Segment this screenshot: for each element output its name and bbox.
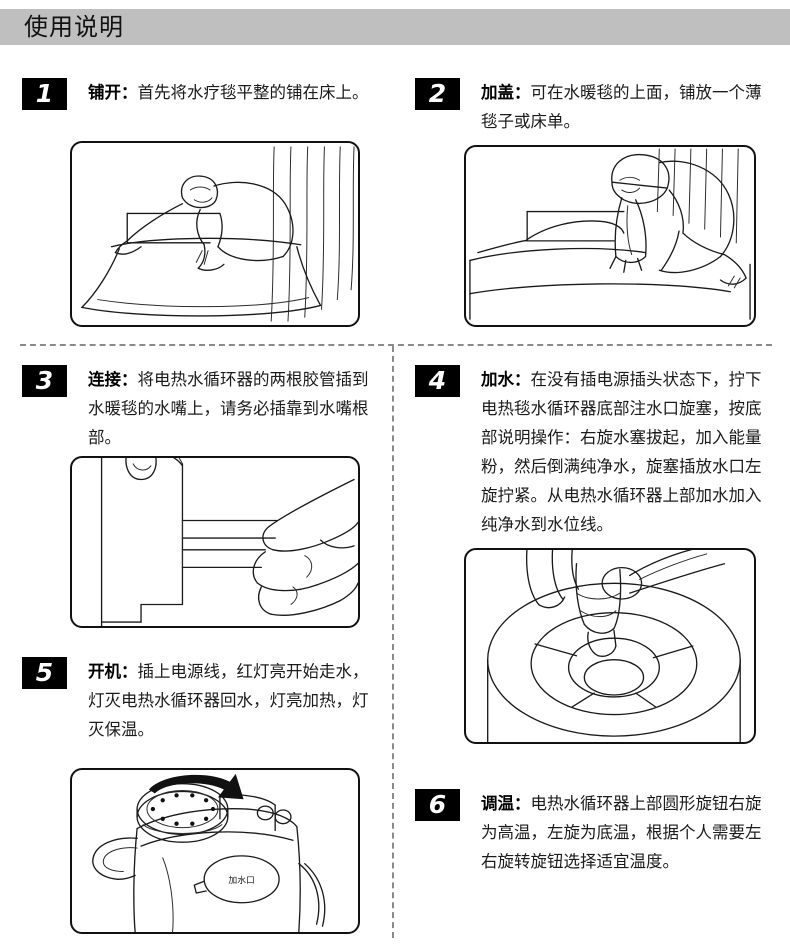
step-6-keyword: 调温： <box>481 794 531 813</box>
step-1-body: 首先将水疗毯平整的铺在床上。 <box>137 83 369 102</box>
step-2-text: 加盖：可在水暖毯的上面，铺放一个薄毯子或床单。 <box>481 78 775 136</box>
fill-water-port-illustration <box>487 550 741 742</box>
step-1-heading: 1 铺开：首先将水疗毯平整的铺在床上。 <box>22 78 382 110</box>
figure-connect-hoses <box>70 456 360 628</box>
step-4-keyword: 加水： <box>481 370 531 389</box>
step-2-keyword: 加盖： <box>481 83 531 102</box>
step-5-number-badge: 5 <box>22 657 67 689</box>
step-1-keyword: 铺开： <box>88 83 138 102</box>
step-5-body: 插上电源线，红灯亮开始走水，灯灭电热水循环器回水，灯亮加热，灯灭保温。 <box>88 662 369 739</box>
step-4-text: 加水：在没有插电源插头状态下，拧下电热毯水循环器底部注水口旋塞，按底部说明操作：… <box>481 365 773 539</box>
figure-cover-with-sheet <box>464 145 756 327</box>
step-4-number-badge: 4 <box>415 365 460 397</box>
step-6-heading: 6 调温：电热水循环器上部圆形旋钮右旋为高温，左旋为底温，根据个人需要左右旋转旋… <box>415 789 773 876</box>
connect-hoses-illustration <box>100 458 358 626</box>
water-inlet-label: 加水口 <box>228 874 255 886</box>
step-2: 2 加盖：可在水暖毯的上面，铺放一个薄毯子或床单。 <box>415 78 775 136</box>
page-title: 使用说明 <box>24 13 124 41</box>
step-5-text: 开机：插上电源线，红灯亮开始走水，灯灭电热水循环器回水，灯亮加热，灯灭保温。 <box>88 657 380 744</box>
rubber-hoses <box>181 519 278 569</box>
blanket-outline <box>81 246 322 317</box>
hand-gripping-hose <box>252 478 358 616</box>
handle <box>92 837 138 880</box>
step-6: 6 调温：电热水循环器上部圆形旋钮右旋为高温，左旋为底温，根据个人需要左右旋转旋… <box>415 789 773 876</box>
indicator-lights <box>256 805 292 825</box>
step-2-number-badge: 2 <box>415 78 460 110</box>
power-on-knob-illustration: 加水口 <box>92 773 326 932</box>
step-3-number-badge: 3 <box>22 365 67 397</box>
vertical-dashed-divider <box>392 346 394 938</box>
step-6-body: 电热水循环器上部圆形旋钮右旋为高温，左旋为底温，根据个人需要左右旋转旋钮选择适宜… <box>481 794 762 871</box>
power-cord <box>298 863 326 927</box>
step-4: 4 加水：在没有插电源插头状态下，拧下电热毯水循环器底部注水口旋塞，按底部说明操… <box>415 365 773 539</box>
cover-sheet-illustration <box>469 148 751 320</box>
person-figure <box>611 154 747 289</box>
rotation-arrow-icon <box>148 773 244 800</box>
step-3-body: 将电热水循环器的两根胶管插到水暖毯的水嘴上，请务必插靠到水嘴根部。 <box>88 370 369 447</box>
step-6-text: 调温：电热水循环器上部圆形旋钮右旋为高温，左旋为底温，根据个人需要左右旋转旋钮选… <box>481 789 773 876</box>
step-2-body: 可在水暖毯的上面，铺放一个薄毯子或床单。 <box>481 83 762 131</box>
step-3-text: 连接：将电热水循环器的两根胶管插到水暖毯的水嘴上，请务必插靠到水嘴根部。 <box>88 365 380 452</box>
step-4-body: 在没有插电源插头状态下，拧下电热毯水循环器底部注水口旋塞，按底部说明操作：右旋水… <box>481 370 762 534</box>
circulator-top <box>487 582 741 742</box>
water-stopper <box>575 563 643 657</box>
thumb <box>125 458 184 481</box>
figure-spread-blanket-on-bed <box>70 141 360 327</box>
step-3: 3 连接：将电热水循环器的两根胶管插到水暖毯的水嘴上，请务必插靠到水嘴根部。 <box>22 365 380 452</box>
water-inlet-cap: 加水口 <box>193 855 280 904</box>
thin-sheet-held <box>609 197 647 273</box>
person-figure <box>114 175 294 271</box>
body-seam <box>162 857 174 932</box>
circulator-body <box>100 458 184 626</box>
step-3-keyword: 连接： <box>88 370 138 389</box>
curtain-lines <box>656 148 739 244</box>
step-2-heading: 2 加盖：可在水暖毯的上面，铺放一个薄毯子或床单。 <box>415 78 775 136</box>
hand-holding-stopper <box>526 550 726 609</box>
bed-frame <box>526 210 625 242</box>
pillow-and-mattress <box>469 220 751 320</box>
step-5-heading: 5 开机：插上电源线，红灯亮开始走水，灯灭电热水循环器回水，灯亮加热，灯灭保温。 <box>22 657 380 744</box>
figure-power-on-knob: 加水口 <box>70 768 360 934</box>
spread-blanket-illustration <box>81 146 355 322</box>
step-5: 5 开机：插上电源线，红灯亮开始走水，灯灭电热水循环器回水，灯亮加热，灯灭保温。 <box>22 657 380 744</box>
header-band <box>0 9 790 45</box>
bed-frame <box>110 212 302 248</box>
step-4-heading: 4 加水：在没有插电源插头状态下，拧下电热毯水循环器底部注水口旋塞，按底部说明操… <box>415 365 773 539</box>
step-1-text: 铺开：首先将水疗毯平整的铺在床上。 <box>88 78 382 107</box>
circulator-body <box>133 794 301 932</box>
step-6-number-badge: 6 <box>415 789 460 821</box>
step-3-heading: 3 连接：将电热水循环器的两根胶管插到水暖毯的水嘴上，请务必插靠到水嘴根部。 <box>22 365 380 452</box>
step-5-keyword: 开机： <box>88 662 138 681</box>
curtain-lines <box>270 146 355 322</box>
step-1: 1 铺开：首先将水疗毯平整的铺在床上。 <box>22 78 382 110</box>
horizontal-dashed-divider <box>20 344 772 346</box>
figure-fill-water-port <box>464 548 756 744</box>
step-1-number-badge: 1 <box>22 78 67 110</box>
